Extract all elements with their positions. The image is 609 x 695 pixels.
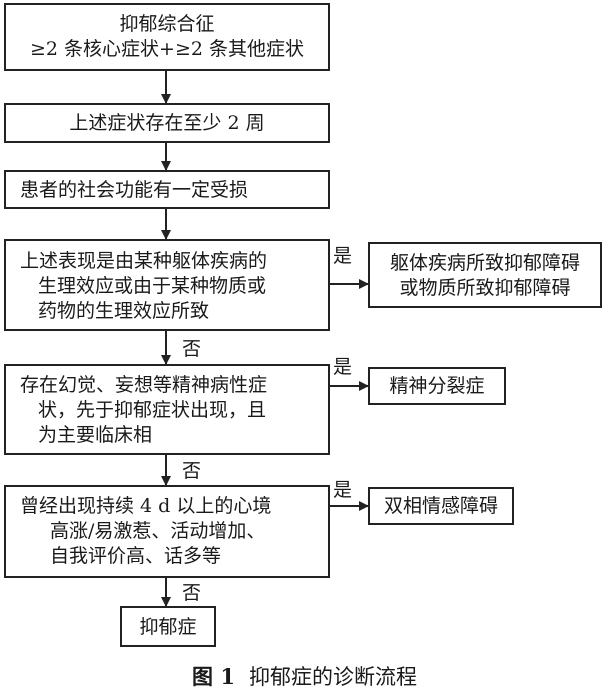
physical-line-3: 药物的生理效应所致 [38,300,210,322]
physical-line-1: 上述表现是由某种躯体疾病的 [20,250,268,272]
yes-label-psychotic: 是 [333,356,353,378]
manic-result-text: 双相情感障碍 [383,495,498,517]
psychotic-result-text: 精神分裂症 [389,375,485,397]
social-text: 患者的社会功能有一定受损 [20,179,249,201]
social-box: 患者的社会功能有一定受损 [4,170,330,209]
psychotic-line-3: 为主要临床相 [38,424,153,446]
syndrome-criteria: ≥2 条核心症状+≥2 条其他症状 [29,38,305,60]
no-label-final: 否 [182,582,202,604]
no-label-psychotic: 否 [182,338,202,360]
psychotic-line-2: 状，先于抑郁症状出现，且 [38,399,267,421]
figure-number: 图 1 [192,664,235,689]
physical-box: 上述表现是由某种躯体疾病的 生理效应或由于某种物质或 药物的生理效应所致 [4,239,330,331]
manic-line-3: 自我评价高、话多等 [50,545,222,567]
psychotic-box: 存在幻觉、妄想等精神病性症 状，先于抑郁症状出现，且 为主要临床相 [4,364,330,455]
yes-label-manic: 是 [333,479,353,501]
syndrome-box: 抑郁综合征 ≥2 条核心症状+≥2 条其他症状 [4,3,330,71]
manic-box: 曾经出现持续 4 d 以上的心境 高涨/易激惹、活动增加、 自我评价高、话多等 [4,485,330,578]
connector-arrows [161,71,369,607]
yes-label-physical: 是 [333,245,353,267]
duration-text: 上述症状存在至少 2 周 [69,112,265,134]
physical-result-line-2: 或物质所致抑郁障碍 [399,277,571,299]
physical-result-box: 躯体疾病所致抑郁障碍 或物质所致抑郁障碍 [368,242,602,308]
figure-title: 抑郁症的诊断流程 [248,665,417,689]
final-diagnosis-text: 抑郁症 [139,616,197,638]
syndrome-title: 抑郁综合征 [119,13,215,35]
no-label-manic: 否 [182,460,202,482]
figure-caption: 图 1 抑郁症的诊断流程 [0,661,609,691]
duration-box: 上述症状存在至少 2 周 [4,103,330,143]
physical-result-line-1: 躯体疾病所致抑郁障碍 [389,252,580,274]
manic-line-1: 曾经出现持续 4 d 以上的心境 [20,495,272,517]
psychotic-line-1: 存在幻觉、妄想等精神病性症 [20,374,268,396]
manic-line-2: 高涨/易激惹、活动增加、 [50,520,266,542]
manic-result-box: 双相情感障碍 [368,487,514,525]
physical-line-2: 生理效应或由于某种物质或 [38,275,267,297]
psychotic-result-box: 精神分裂症 [368,367,506,405]
final-diagnosis-box: 抑郁症 [120,606,216,647]
